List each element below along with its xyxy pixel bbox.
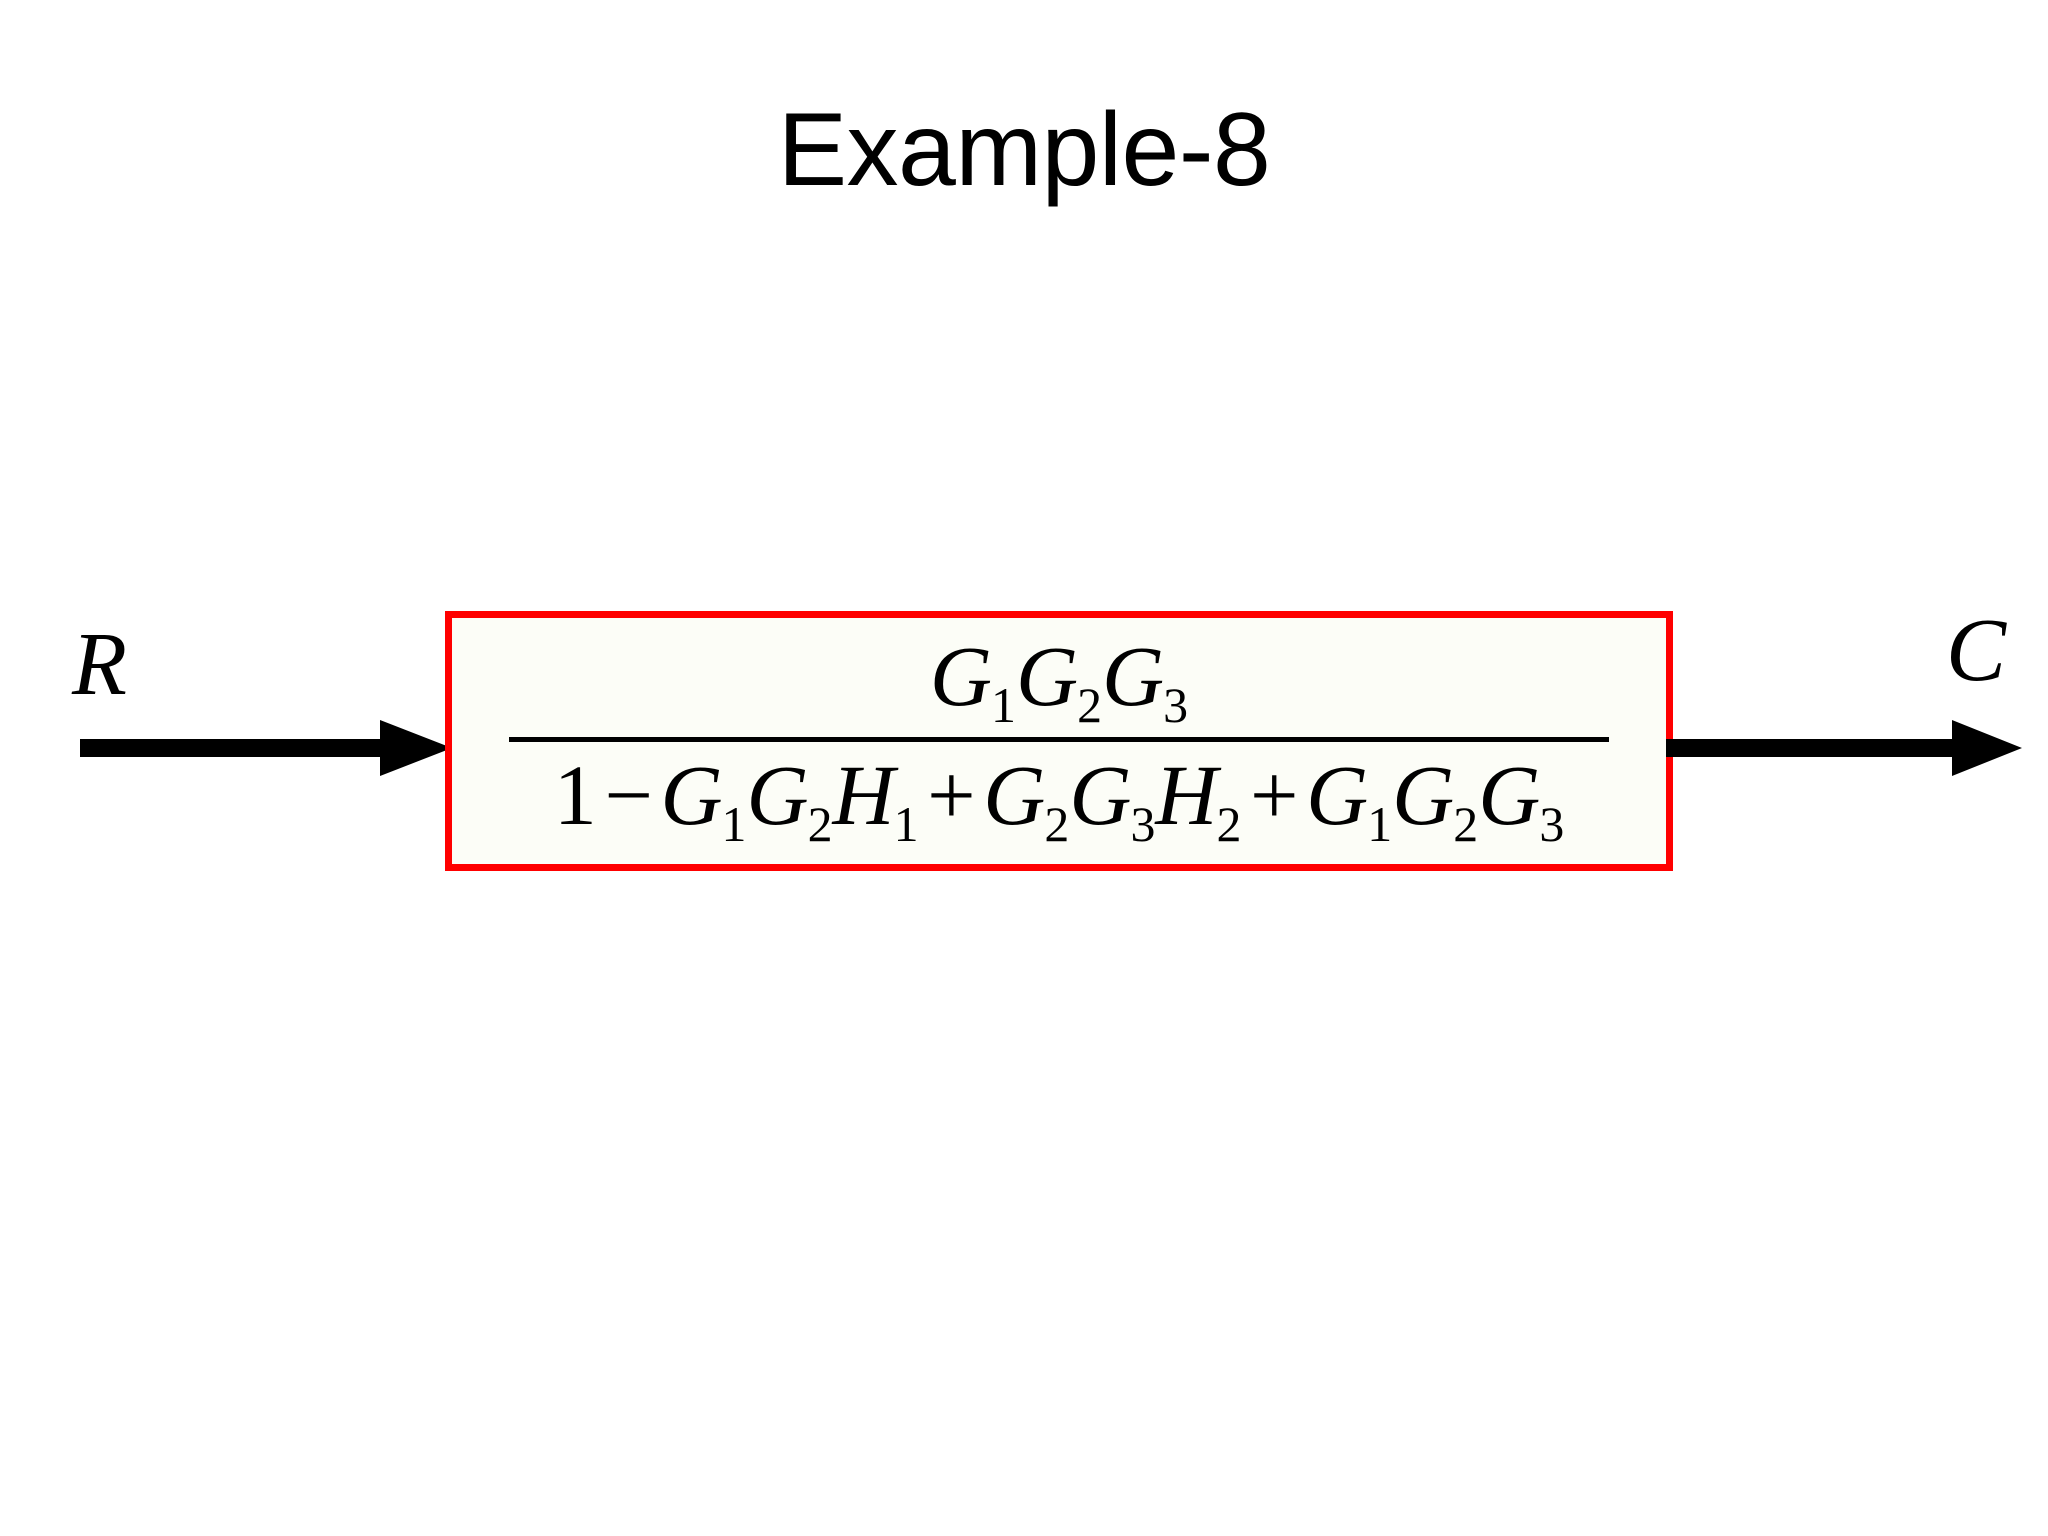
den-term-g3b: G3 <box>1069 746 1156 852</box>
fraction-numerator: G1G2G3 <box>916 633 1202 737</box>
den-term-g3c: G3 <box>1478 746 1565 852</box>
transfer-function-fraction: G1G2G3 1−G1G2H1+G2G3H2+G1G2G3 <box>509 633 1609 850</box>
den-operator-plus-1: + <box>927 746 976 843</box>
fraction-bar <box>509 736 1609 742</box>
den-term-h1: H1 <box>832 746 919 852</box>
den-term-g2c: G2 <box>1392 746 1479 852</box>
num-term-g2: G2 <box>1015 627 1103 733</box>
page-title: Example-8 <box>777 92 1271 208</box>
den-term-g2b: G2 <box>983 746 1070 852</box>
transfer-function-block[interactable]: G1G2G3 1−G1G2H1+G2G3H2+G1G2G3 <box>445 611 1673 871</box>
den-term-g2a: G2 <box>746 746 833 852</box>
den-literal-one: 1 <box>553 746 597 843</box>
num-term-g3: G3 <box>1102 627 1189 733</box>
input-arrow <box>80 718 452 778</box>
den-term-h2: H2 <box>1155 746 1242 852</box>
den-operator-plus-2: + <box>1250 746 1299 843</box>
output-arrow <box>1666 718 2022 778</box>
output-signal-label: C <box>1946 601 2007 700</box>
den-term-g1c: G1 <box>1306 746 1393 852</box>
den-operator-minus: − <box>604 746 653 843</box>
den-term-g1a: G1 <box>660 746 747 852</box>
num-term-g1: G1 <box>929 627 1016 733</box>
input-signal-label: R <box>72 615 127 714</box>
fraction-denominator: 1−G1G2H1+G2G3H2+G1G2G3 <box>540 742 1579 850</box>
